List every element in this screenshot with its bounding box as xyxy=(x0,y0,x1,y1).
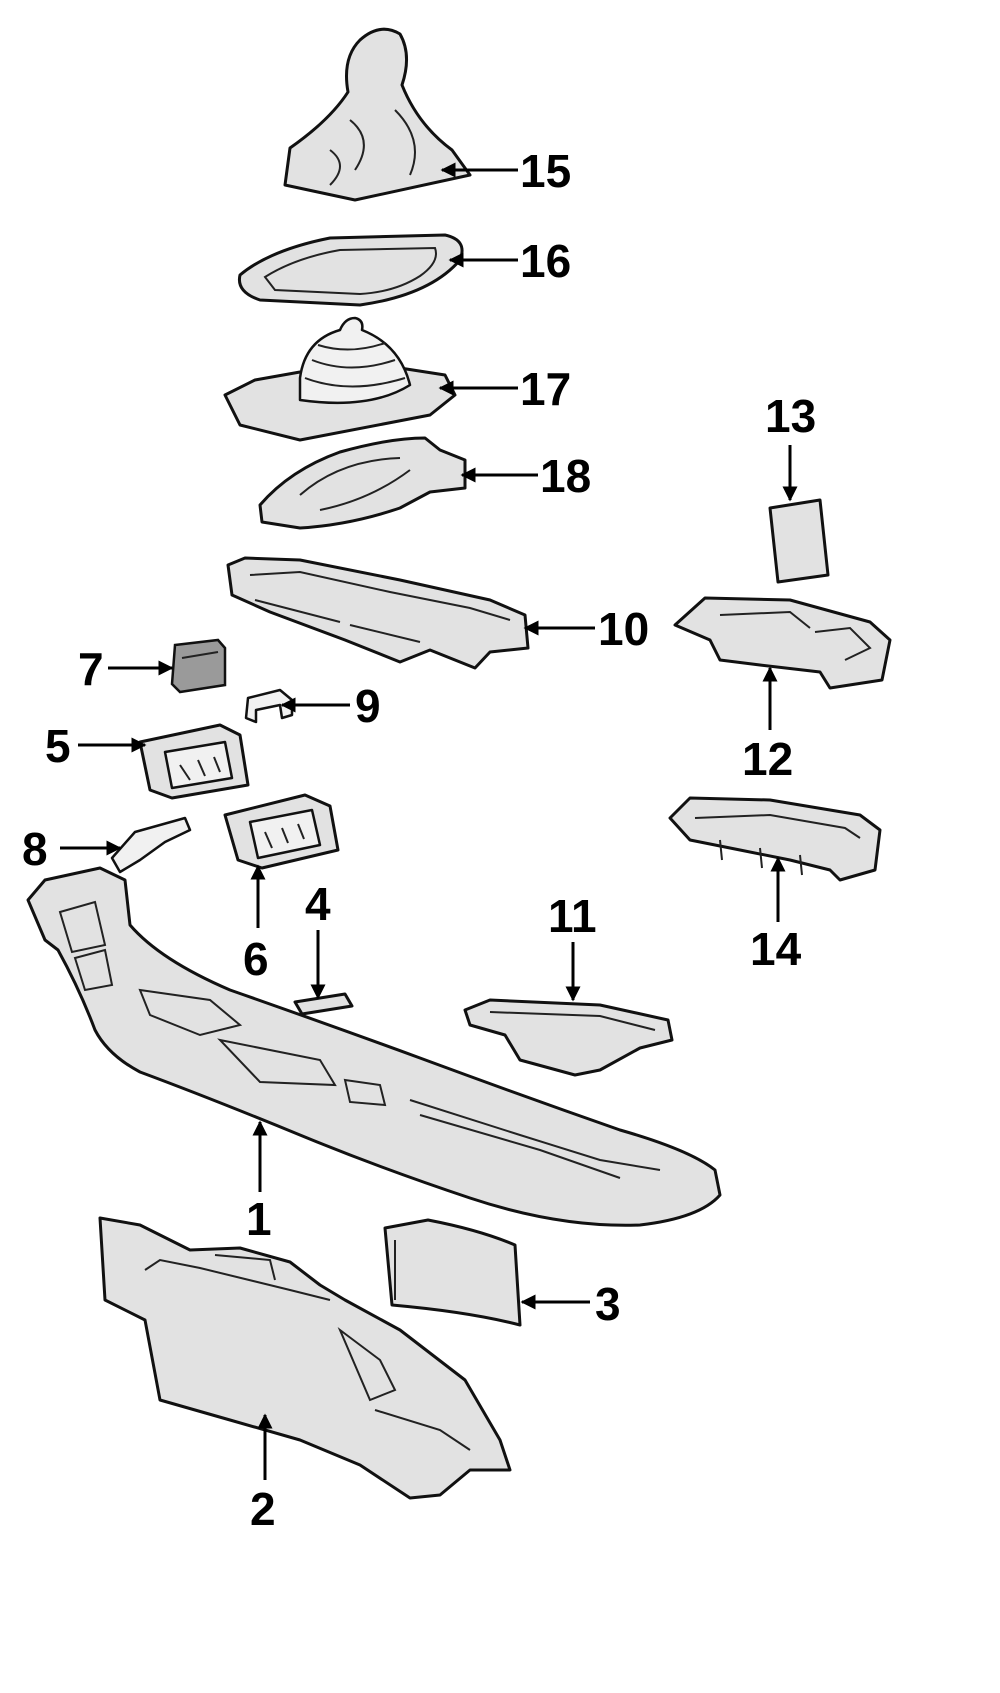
part-8-bracket xyxy=(110,816,192,874)
callout-2: 2 xyxy=(250,1483,276,1535)
part-14-cup-holder-frame xyxy=(668,796,882,882)
part-12-cup-holder xyxy=(673,596,892,690)
part-6-switch-bezel xyxy=(223,793,340,870)
callout-18: 18 xyxy=(540,450,591,502)
part-2-lower-console-base xyxy=(98,1216,512,1500)
callout-9: 9 xyxy=(355,680,381,732)
part-16-trim-ring xyxy=(237,233,464,307)
callout-12: 12 xyxy=(742,733,793,785)
callout-13: 13 xyxy=(765,390,816,442)
callout-3: 3 xyxy=(595,1278,621,1330)
part-18-shifter-base xyxy=(258,436,467,530)
callout-16: 16 xyxy=(520,235,571,287)
callout-17: 17 xyxy=(520,363,571,415)
part-1-main-console xyxy=(26,866,722,1227)
part-4-pad xyxy=(293,992,354,1016)
part-10-console-tray xyxy=(226,556,530,670)
callout-11: 11 xyxy=(548,890,597,942)
callout-6: 6 xyxy=(243,933,269,985)
callout-7: 7 xyxy=(78,643,104,695)
part-15-shift-knob-boot xyxy=(283,27,472,202)
callout-8: 8 xyxy=(22,823,48,875)
callout-5: 5 xyxy=(45,720,71,772)
part-11-storage-bin xyxy=(463,998,674,1077)
part-7-switch xyxy=(170,638,227,694)
callout-14: 14 xyxy=(750,923,802,975)
callout-15: 15 xyxy=(520,145,571,197)
part-17-shift-boot xyxy=(223,316,457,442)
callout-4: 4 xyxy=(305,878,331,930)
callout-10: 10 xyxy=(598,603,649,655)
callout-1: 1 xyxy=(246,1193,272,1245)
part-13-insert xyxy=(768,498,830,584)
callout-labels: 15 16 17 18 13 10 7 9 12 5 8 14 6 4 11 1… xyxy=(22,145,816,1535)
part-3-side-panel xyxy=(383,1218,522,1327)
callout-leaders xyxy=(60,162,798,1480)
part-5-switch-bezel xyxy=(138,723,250,800)
